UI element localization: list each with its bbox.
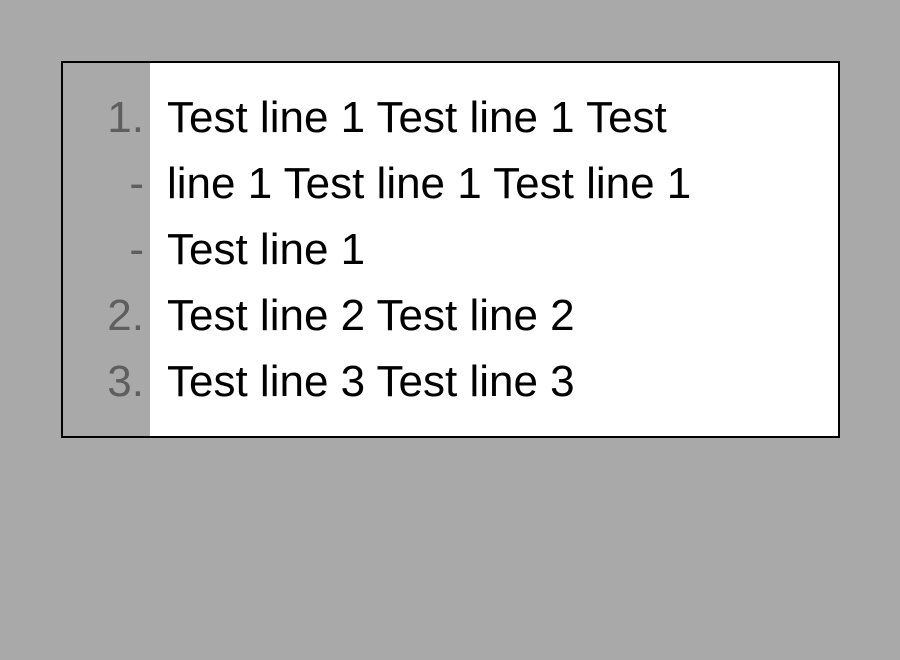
editor-text-area[interactable]: Test line 1 Test line 1 Test line 1 Test… (150, 63, 838, 436)
line-number-3: 3. (107, 357, 144, 406)
text-line-2[interactable]: Test line 2 Test line 2 (167, 291, 575, 340)
line-number-gutter: 1. - - 2. 3. (63, 63, 150, 436)
text-line-1-part-2[interactable]: line 1 Test line 1 Test line 1 (167, 159, 692, 208)
text-line-3[interactable]: Test line 3 Test line 3 (167, 357, 575, 406)
line-number-2: 2. (107, 291, 144, 340)
line-continuation-marker-1: - (129, 159, 144, 208)
line-continuation-marker-2: - (129, 225, 144, 274)
text-editor[interactable]: 1. - - 2. 3. Test line 1 Test line 1 Tes… (61, 61, 840, 438)
text-line-1-part-1[interactable]: Test line 1 Test line 1 Test (167, 93, 667, 142)
text-line-1-part-3[interactable]: Test line 1 (167, 225, 366, 274)
line-number-1: 1. (107, 93, 144, 142)
